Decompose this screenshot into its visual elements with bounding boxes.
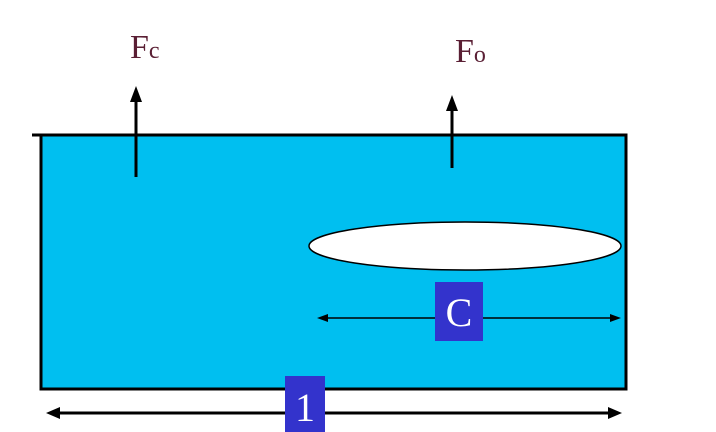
- force-right-label: Fo: [455, 33, 486, 70]
- total-length-left-arrowhead: [46, 407, 60, 419]
- force-right-arrowhead: [446, 95, 458, 111]
- total-length-label: 1: [295, 385, 315, 430]
- crack-length-left-arrowhead: [317, 314, 328, 322]
- force-right-main: F: [455, 33, 474, 70]
- force-left-label: Fc: [130, 29, 160, 66]
- force-left-main: F: [130, 29, 149, 66]
- total-length-right-arrowhead: [608, 407, 622, 419]
- crack-length-label-box: [435, 282, 483, 341]
- force-left-subscript: c: [149, 38, 160, 64]
- total-length-label-box: [285, 376, 325, 432]
- crack-ellipse: [308, 221, 622, 271]
- crack-length-right-arrowhead: [610, 314, 621, 322]
- crack-length-label: C: [446, 290, 473, 335]
- force-right-subscript: o: [474, 42, 486, 68]
- force-left-arrowhead: [130, 86, 142, 102]
